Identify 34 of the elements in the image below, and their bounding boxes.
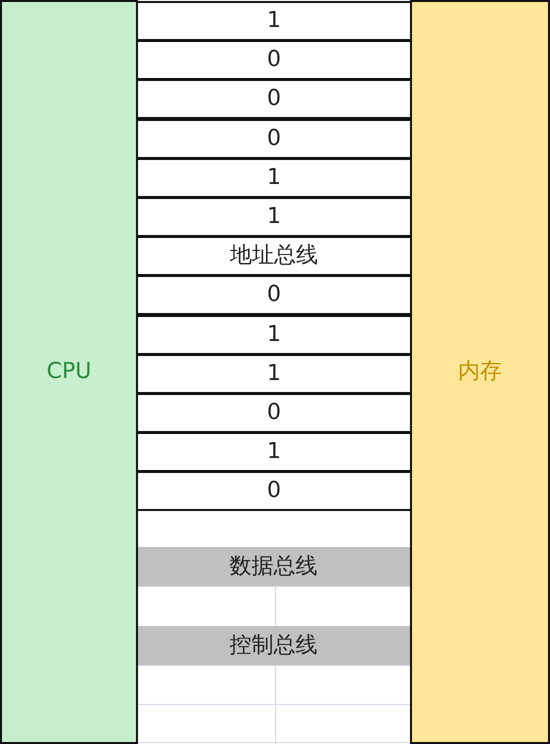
node-label: 地址总线 bbox=[230, 245, 318, 267]
node-label: 1 bbox=[267, 363, 281, 385]
node-label: 0 bbox=[267, 480, 281, 502]
node-label: 0 bbox=[267, 88, 281, 110]
bit-row bbox=[136, 40, 412, 80]
node-label: 内存 bbox=[458, 361, 502, 383]
bit-row bbox=[136, 1, 412, 41]
bus-band bbox=[137, 547, 410, 586]
node-label: 1 bbox=[267, 441, 281, 463]
bit-row bbox=[136, 158, 412, 198]
bit-row bbox=[136, 393, 412, 433]
memory-box bbox=[410, 0, 550, 744]
node-label: 1 bbox=[267, 206, 281, 228]
node-label: 0 bbox=[267, 284, 281, 306]
node-label: 数据总线 bbox=[230, 556, 318, 578]
bit-row bbox=[136, 119, 412, 159]
bit-row bbox=[136, 471, 412, 511]
bus-label-row bbox=[136, 236, 412, 276]
node-label: 0 bbox=[267, 128, 281, 150]
node-label: 0 bbox=[267, 49, 281, 71]
bit-row bbox=[136, 432, 412, 472]
bit-row bbox=[136, 275, 412, 315]
node-label: 1 bbox=[267, 167, 281, 189]
bit-row bbox=[136, 315, 412, 355]
bit-row bbox=[136, 197, 412, 237]
bit-row bbox=[136, 354, 412, 394]
node-label: 1 bbox=[267, 10, 281, 32]
node-label: CPU bbox=[46, 361, 92, 383]
bus-band bbox=[137, 626, 410, 665]
node-label: 0 bbox=[267, 402, 281, 424]
node-label: 控制总线 bbox=[230, 634, 318, 656]
node-label: 1 bbox=[267, 324, 281, 346]
bit-row bbox=[136, 79, 412, 119]
cpu-box bbox=[0, 0, 138, 744]
